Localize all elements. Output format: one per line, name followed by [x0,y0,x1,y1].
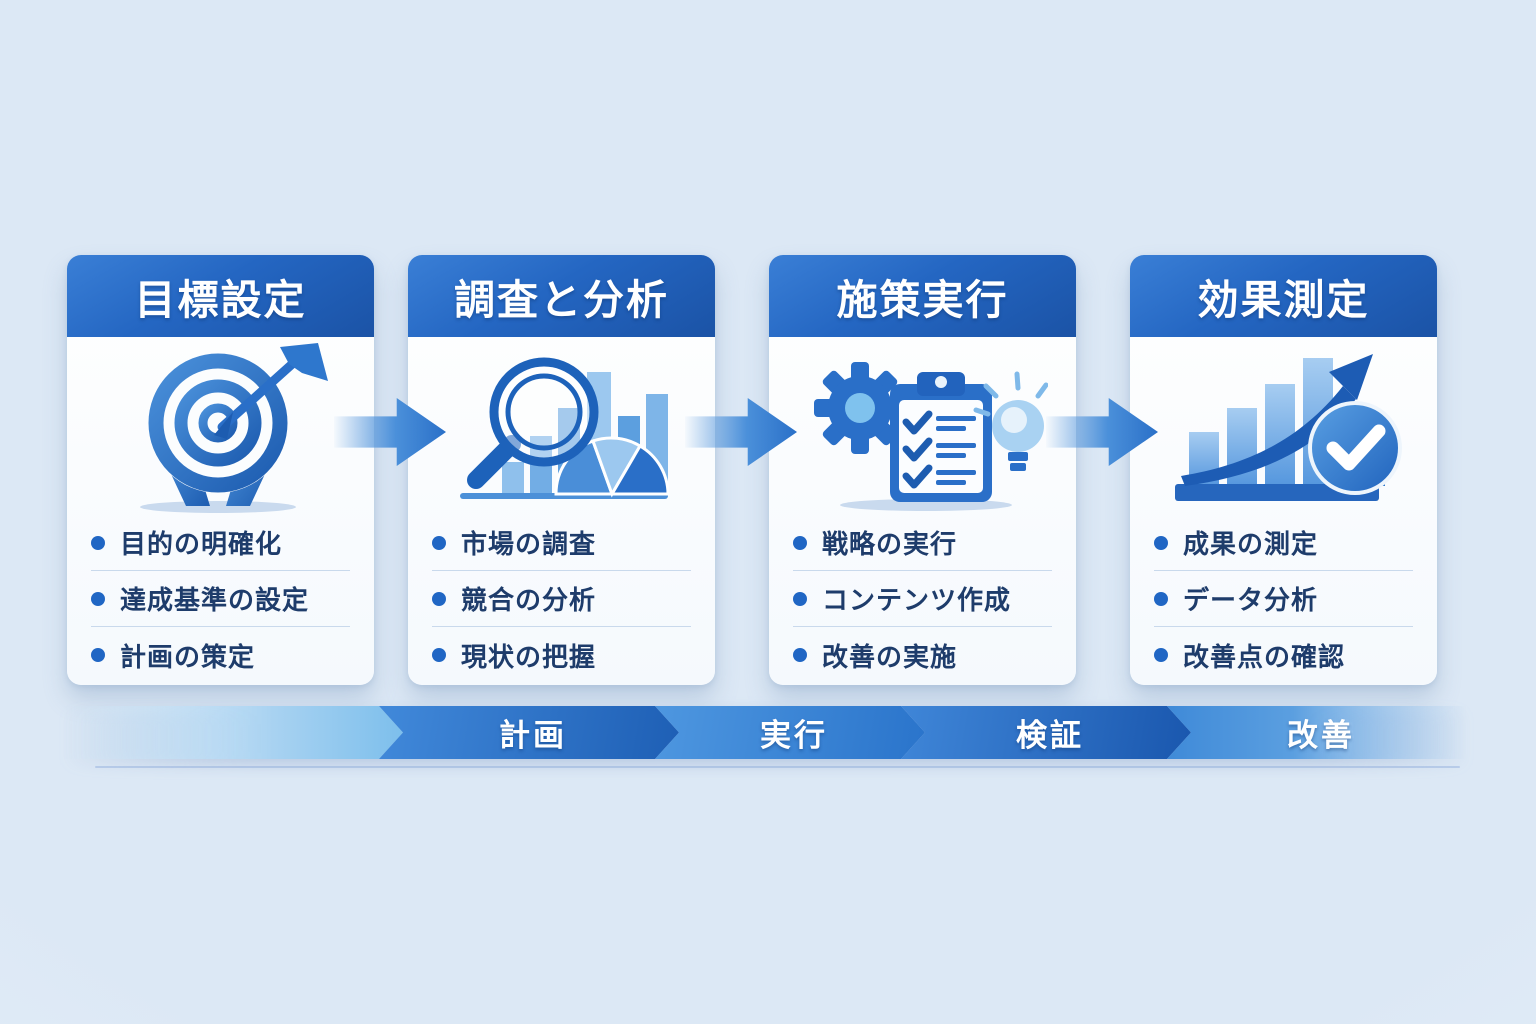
card-execution: 施策実行 [769,255,1076,685]
bullet-label: 現状の把握 [461,641,597,672]
timeline-label: 実行 [760,718,828,753]
list-item: コンテンツ作成 [793,571,1052,627]
pdca-timeline: 計画 実行 検証 改善 [63,706,1477,759]
bullet-dot-icon [432,648,446,662]
bullet-dot-icon [91,648,105,662]
card-research-analysis: 調査と分析 市場の調査 [408,255,715,685]
target-icon [67,337,374,513]
list-item: 改善の実施 [793,627,1052,683]
bullet-dot-icon [1154,591,1168,606]
timeline-label: 検証 [1016,718,1084,753]
magnifier-chart-icon [408,337,715,513]
bullet-label: コンテンツ作成 [822,585,1012,615]
bullet-label: 市場の調査 [461,529,597,559]
bullet-dot-icon [432,535,446,550]
bullet-label: 目的の明確化 [120,529,283,559]
bullet-dot-icon [793,648,807,662]
bullet-dot-icon [793,535,807,550]
timeline-segment-do: 実行 [655,706,925,759]
growth-chart-check-icon [1130,337,1437,513]
card-title-goal-setting: 目標設定 [67,255,374,337]
bullet-label: 改善の実施 [822,641,958,672]
timeline-underline [95,766,1460,768]
list-item: 計画の策定 [91,627,350,683]
timeline-segment-check: 検証 [901,706,1191,759]
bullet-label: 成果の測定 [1183,529,1319,559]
bullet-dot-icon [793,591,807,606]
bullet-label: 達成基準の設定 [120,585,310,615]
card-title-execution: 施策実行 [769,255,1076,337]
bullet-dot-icon [1154,535,1168,550]
timeline-segment-plan: 計画 [379,706,679,759]
bullet-list: 目的の明確化 達成基準の設定 計画の策定 [67,513,374,683]
card-title-research-analysis: 調査と分析 [408,255,715,337]
list-item: 戦略の実行 [793,515,1052,571]
bullet-label: 競合の分析 [461,585,597,615]
card-goal-setting: 目標設定 [67,255,374,685]
bullet-dot-icon [91,591,105,606]
bullet-label: データ分析 [1183,585,1319,615]
bullet-label: 戦略の実行 [822,529,958,559]
bullet-dot-icon [1154,648,1168,662]
bullet-list: 戦略の実行 コンテンツ作成 改善の実施 [769,513,1076,683]
bullet-dot-icon [432,591,446,606]
timeline-label: 改善 [1287,718,1355,753]
list-item: 競合の分析 [432,571,691,627]
list-item: データ分析 [1154,571,1413,627]
list-item: 達成基準の設定 [91,571,350,627]
bullet-label: 改善点の確認 [1183,641,1346,672]
list-item: 改善点の確認 [1154,627,1413,683]
list-item: 成果の測定 [1154,515,1413,571]
timeline-label: 計画 [499,718,567,753]
bullet-label: 計画の策定 [120,641,256,672]
bullet-list: 市場の調査 競合の分析 現状の把握 [408,513,715,683]
card-measurement: 効果測定 [1130,255,1437,685]
bullet-dot-icon [91,535,105,550]
timeline-segment-act: 改善 [1167,706,1467,759]
list-item: 目的の明確化 [91,515,350,571]
gear-checklist-bulb-icon [769,337,1076,513]
list-item: 市場の調査 [432,515,691,571]
bullet-list: 成果の測定 データ分析 改善点の確認 [1130,513,1437,683]
card-title-measurement: 効果測定 [1130,255,1437,337]
timeline-segment-lead-in [63,706,403,759]
list-item: 現状の把握 [432,627,691,683]
